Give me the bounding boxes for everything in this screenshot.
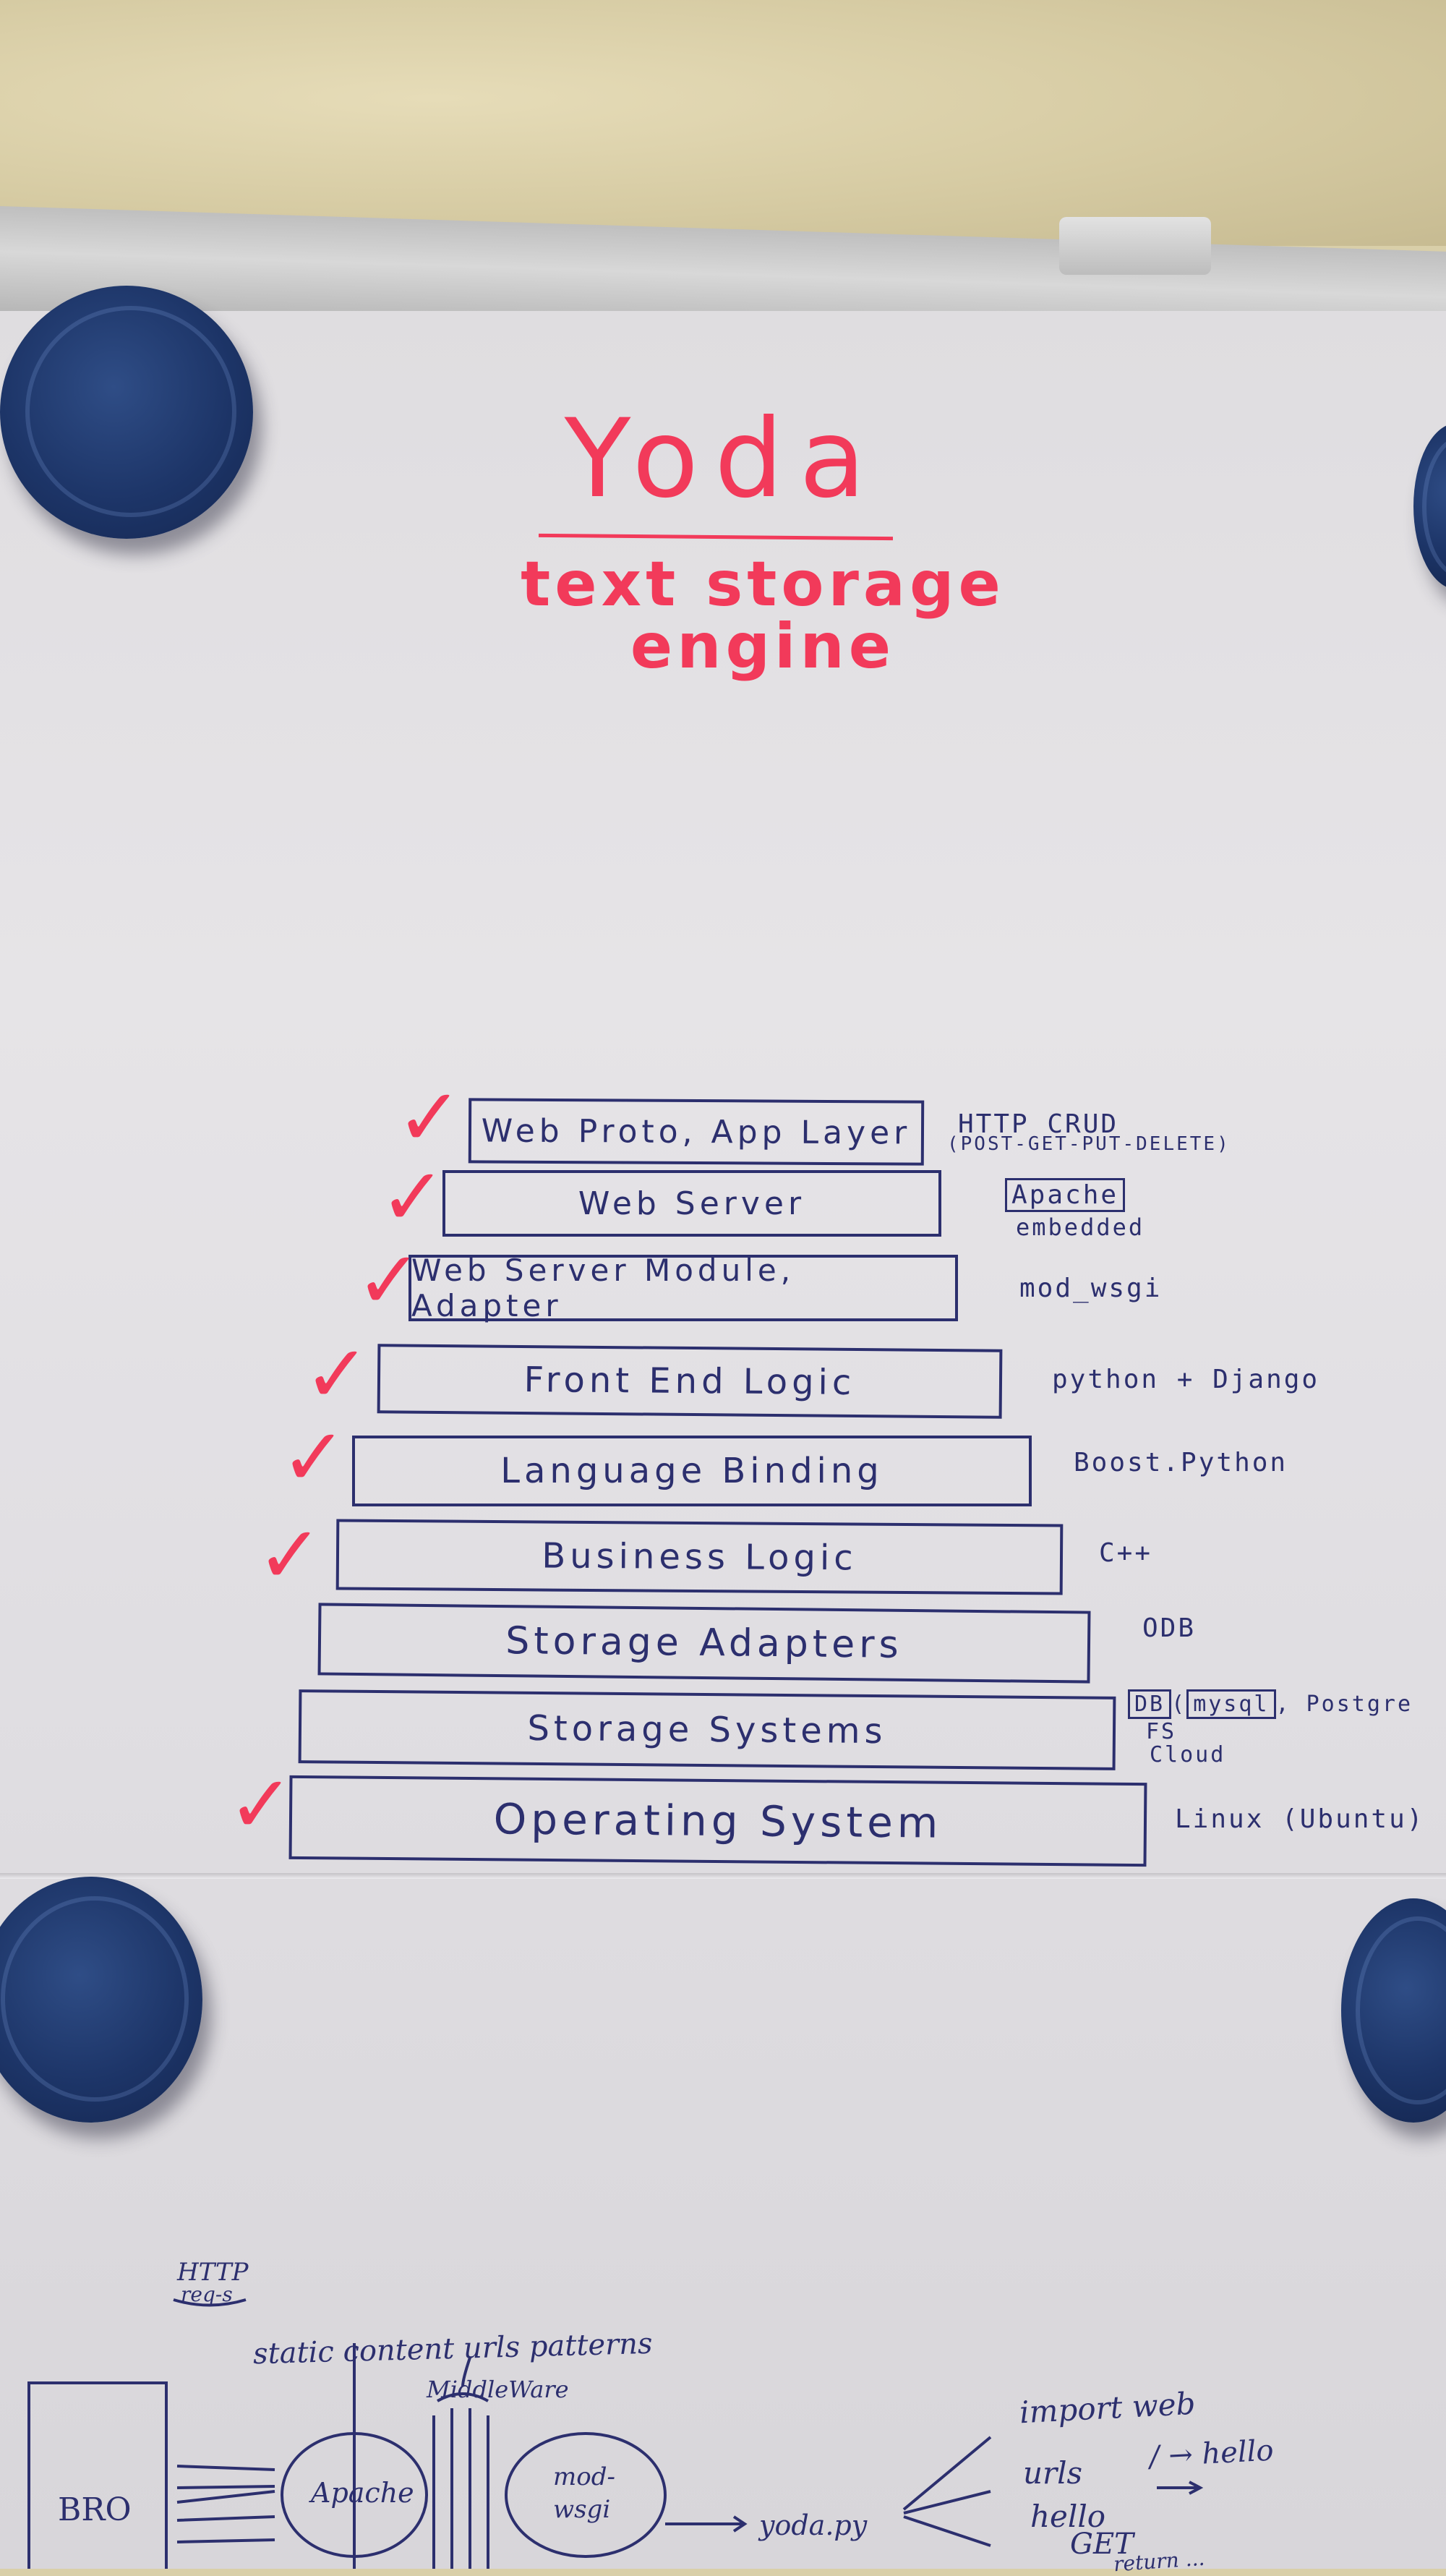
magnet-top-left: [0, 286, 253, 539]
poster-title: Yoda: [564, 396, 882, 522]
magnet-bottom-left: [0, 1877, 202, 2123]
layer-web-server: Web Server: [442, 1170, 941, 1237]
note-embedded: embedded: [1016, 1214, 1145, 1241]
note-fs: FS: [1146, 1719, 1177, 1744]
sketch-apache: Apache: [311, 2477, 414, 2509]
sketch-hello: hello: [1030, 2499, 1106, 2534]
paper-sheet: [0, 311, 1446, 2569]
sketch-http: HTTP: [177, 2258, 249, 2287]
wall-background: [0, 0, 1446, 246]
sketch-get: GET: [1070, 2528, 1134, 2561]
note-boost-python: Boost.Python: [1074, 1448, 1288, 1477]
check-business-logic: ✓: [257, 1509, 324, 1601]
frame-clip: [1059, 217, 1211, 275]
note-linux-ubuntu: Linux (Ubuntu): [1175, 1804, 1425, 1834]
sketch-urls: urls: [1023, 2455, 1083, 2491]
note-http-crud: HTTP CRUD: [958, 1109, 1119, 1139]
note-mod-wsgi: mod_wsgi: [1019, 1274, 1163, 1303]
note-storage-db: DB(mysql, Postgre: [1128, 1689, 1413, 1719]
note-apache: Apache: [1005, 1178, 1126, 1212]
sketch-middleware: MiddleWare: [427, 2376, 569, 2403]
check-front-end-logic: ✓: [304, 1328, 371, 1420]
sketch-wsgi: wsgi: [553, 2495, 611, 2524]
sketch-mod: mod-: [553, 2462, 615, 2491]
note-python-django: python + Django: [1052, 1365, 1320, 1394]
note-apache-box: Apache: [1005, 1178, 1126, 1212]
check-web-proto: ✓: [396, 1071, 463, 1164]
check-language-binding: ✓: [281, 1411, 348, 1504]
check-operating-system: ✓: [228, 1758, 295, 1851]
check-web-server: ✓: [380, 1151, 447, 1243]
poster-subtitle: text storage engine: [521, 548, 1005, 683]
layer-web-server-module: Web Server Module, Adapter: [408, 1253, 958, 1323]
note-crud-methods: (POST-GET-PUT-DELETE): [947, 1133, 1231, 1155]
note-db-box: DB: [1128, 1689, 1172, 1719]
note-cpp: C++: [1099, 1538, 1153, 1568]
layer-language-binding: Language Binding: [352, 1436, 1032, 1506]
check-web-server-module: ✓: [356, 1234, 423, 1326]
note-mysql-box: mysql: [1186, 1689, 1276, 1719]
note-postgre: , Postgre: [1275, 1692, 1413, 1717]
sketch-slash-hello: / → hello: [1148, 2434, 1275, 2474]
note-cloud: Cloud: [1150, 1742, 1226, 1767]
paper-fold: [0, 1873, 1446, 1879]
sketch-yoda-py: yoda.py: [759, 2509, 868, 2541]
note-odb: ODB: [1142, 1613, 1197, 1643]
sketch-bro: BRO: [58, 2491, 132, 2528]
